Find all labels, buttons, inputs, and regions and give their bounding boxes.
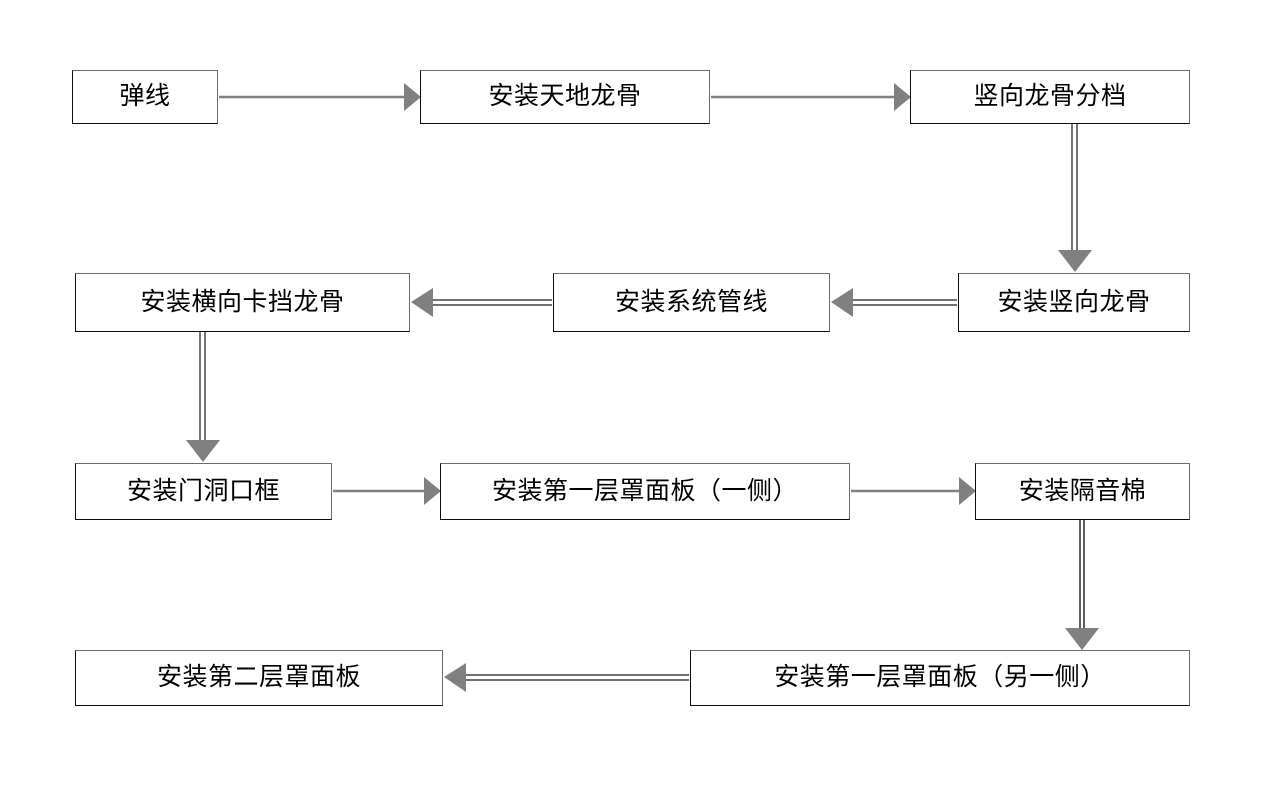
edge-hengxiangkadanglonggu-to-mendongkoukuang [186,332,220,462]
node-label: 安装第一层罩面板（一侧） [491,476,798,505]
node-anzhuang-dierceng-zhaomianban[interactable]: 安装第二层罩面板 [75,650,443,706]
node-anzhuang-shuxiang-longgu[interactable]: 安装竖向龙骨 [958,273,1190,332]
node-anzhuang-diyiceng-zhaomianban-yice[interactable]: 安装第一层罩面板（一侧） [440,463,850,520]
node-label: 安装第一层罩面板（另一侧） [774,663,1106,692]
edge-shuxianglonggu-to-xitongguanxian [831,288,957,317]
node-danxian[interactable]: 弹线 [72,70,218,124]
node-shuxiang-longgu-fendang[interactable]: 竖向龙骨分档 [910,70,1190,124]
node-label: 安装竖向龙骨 [997,287,1151,316]
node-label: 安装第二层罩面板 [156,663,361,692]
node-label: 安装横向卡挡龙骨 [140,287,345,316]
node-label: 弹线 [119,82,171,111]
edge-tiandilonggu-to-shuxiangfendang [711,83,911,111]
edge-mendongkoukuang-to-diyicengzhaomianban-yice [333,477,441,505]
edge-diyicengzhaomianban-yice-to-geyinmian [851,477,976,505]
edge-diyicengzhaomianban-lingyice-to-diercengzhaomianban [444,663,689,692]
node-label: 安装天地龙骨 [488,82,642,111]
edge-shuxiangfendang-to-anzhuangshuxianglonggu [1058,124,1092,272]
node-anzhuang-geyinmian[interactable]: 安装隔音棉 [975,463,1190,520]
node-label: 竖向龙骨分档 [973,82,1127,111]
node-label: 安装门洞口框 [126,476,280,505]
node-anzhuang-hengxiang-kadang-longgu[interactable]: 安装横向卡挡龙骨 [75,273,410,332]
edge-xitongguanxian-to-hengxiangkadanglonggu [411,288,552,317]
edge-danxian-to-tiandilonggu [219,83,421,111]
node-label: 安装系统管线 [614,287,768,316]
node-anzhuang-xitong-guanxian[interactable]: 安装系统管线 [553,273,830,332]
edge-geyinmian-to-diyicengzhaomianban-lingyice [1065,520,1099,650]
node-anzhuang-diyiceng-zhaomianban-lingyice[interactable]: 安装第一层罩面板（另一侧） [690,650,1190,706]
node-label: 安装隔音棉 [1018,476,1147,505]
node-anzhuang-mendong-koukuang[interactable]: 安装门洞口框 [75,463,332,520]
node-anzhuang-tiandi-longgu[interactable]: 安装天地龙骨 [420,70,710,124]
